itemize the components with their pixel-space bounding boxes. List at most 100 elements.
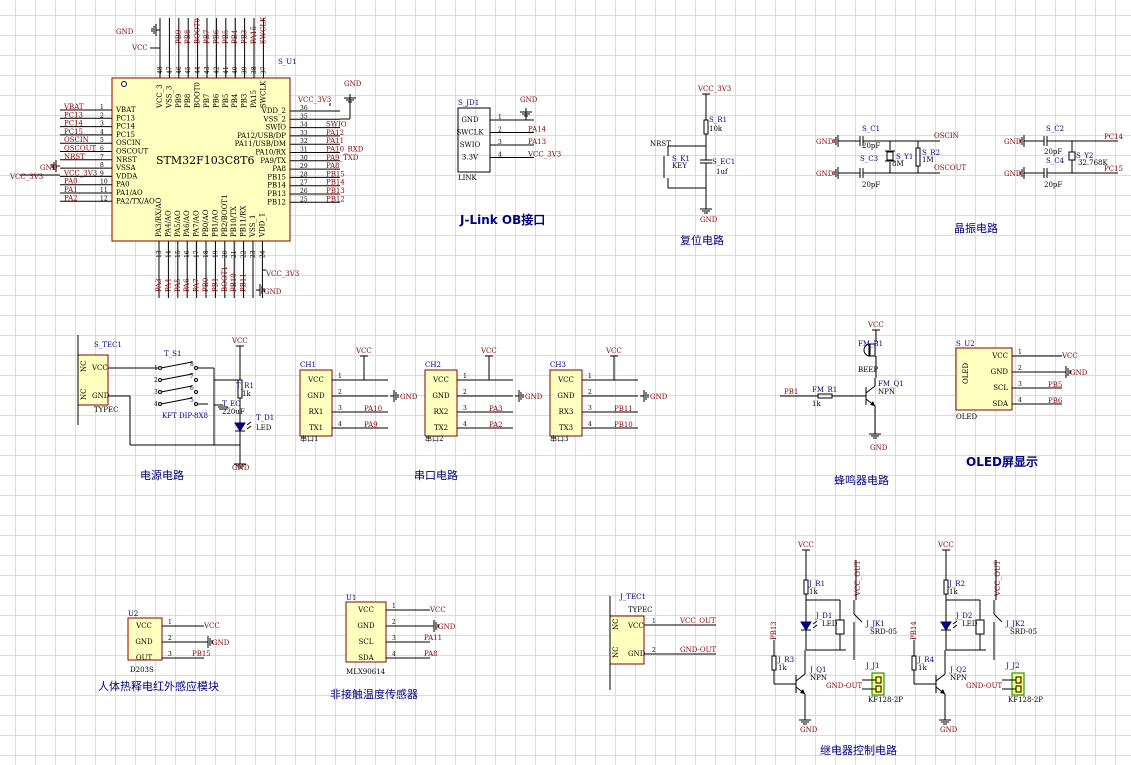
mcu-pin-num: 43: [204, 66, 211, 74]
mcu-net-label: PC13: [64, 111, 83, 119]
mcu-pin-name: PB1/AO: [211, 209, 219, 237]
oled-pin-num: 4: [1018, 397, 1022, 404]
mcu-pin-name: VCC_3: [156, 84, 164, 109]
crystal-r-val: 1M: [922, 156, 934, 164]
mcu-net-label: PB15: [326, 170, 345, 178]
jlink-pin-num: 4: [498, 152, 502, 159]
led-ray: [812, 624, 818, 629]
mcu-pin-num: 45: [185, 66, 192, 74]
gnd-label: GND: [816, 170, 834, 178]
relay-gnd-out: GND-OUT: [966, 682, 1002, 690]
pir-name: D203S: [130, 666, 154, 674]
mlx-ref: U1: [346, 594, 356, 602]
mlx-net: VCC: [429, 606, 446, 614]
mcu-part: STM32F103C8T6: [156, 154, 255, 167]
switch-pin: 5: [190, 397, 194, 404]
mcu-net-label: PA5: [174, 278, 182, 292]
relay-led-val: LED: [822, 620, 838, 628]
mcu-net-label: PB14: [326, 179, 345, 187]
uart-pin-name: VCC: [557, 376, 574, 384]
jlink-net: PA14: [528, 126, 547, 134]
uart-name: 串口1: [300, 435, 318, 443]
reset-r-ref: S_R1: [709, 116, 727, 124]
mcu-pin-name: NRST: [116, 156, 137, 164]
relay-pin: PB13: [770, 621, 778, 640]
uart-net: PA2: [489, 421, 503, 429]
crystal-cap-ref: S_C2: [1046, 125, 1064, 133]
power-cap-ref: T_EC: [222, 400, 241, 408]
mcu-pin-num: 29: [300, 163, 308, 170]
mcu-pin-name: PC15: [116, 131, 135, 139]
power-cap-val: 220uF: [222, 408, 245, 416]
buzzer-q-type: NPN: [878, 388, 895, 396]
oled-pin-num: 1: [1018, 349, 1022, 356]
mcu-ref: S_U1: [278, 58, 297, 66]
jlink-net: VCC_3V3: [527, 151, 561, 159]
relay-jk-ref: J_JK1: [865, 620, 885, 628]
mcu-body: [111, 77, 291, 242]
mcu-net-label: PB11: [240, 273, 248, 292]
power-label: VCC: [937, 541, 954, 549]
uart-ref: CH1: [300, 361, 316, 369]
crystal-r-ref: S_R2: [922, 149, 940, 157]
mcu-net-label: PB12: [326, 195, 345, 203]
switch-contact: [194, 402, 198, 406]
uart-body: [549, 369, 583, 437]
uart-pin-name: RX3: [559, 408, 574, 416]
gnd-label: GND: [40, 164, 58, 172]
uart-pin-name: GND: [307, 392, 325, 400]
mcu-pin-num: 7: [100, 154, 104, 161]
resistor: [703, 119, 709, 135]
mcu-pin-name: PA9/TX: [260, 157, 286, 165]
buzzer-q-ref: FM_Q1: [878, 380, 904, 388]
mcu-pin-name: OSCOUT: [116, 148, 149, 156]
mcu-pin-num: 5: [100, 137, 104, 144]
crystal-cap-ref: S_C3: [860, 155, 878, 163]
mcu-net-label: PA11: [326, 137, 344, 145]
uart-pin-num: 2: [588, 389, 592, 396]
mcu-pin-name: PA4/AO: [164, 210, 172, 237]
mcu-net-label: PB0: [202, 278, 210, 292]
mcu-pin-num: 37: [260, 66, 267, 74]
mlx-net: PA11: [424, 634, 442, 642]
switch-pin: 4: [154, 401, 158, 408]
mcu-net-label: PA10_RXD: [326, 146, 364, 154]
vcc33-label: VCC_3V3: [9, 173, 43, 181]
typec-vcc: VCC: [91, 364, 108, 372]
relay-q-ref: J_Q2: [949, 666, 967, 674]
mcu-pin-name: PB4: [231, 93, 239, 108]
mcu-pin-num: 10: [100, 179, 108, 186]
gnd-label: GND: [264, 288, 282, 296]
typec2-type: TYPEC: [628, 606, 652, 614]
resistor: [771, 655, 777, 671]
pir-net: GND: [212, 639, 230, 647]
mcu-pin-num: 4: [100, 129, 104, 136]
crystal: [1068, 151, 1076, 161]
switch-pin: 2: [154, 377, 158, 384]
jlink-body: [457, 107, 491, 173]
uart-net: PB11: [614, 405, 633, 413]
relay-title: 继电器控制电路: [820, 743, 897, 757]
mcu-pin-num: 13: [156, 250, 163, 258]
uart-pin-num: 3: [338, 405, 342, 412]
vcc-label: VCC: [131, 44, 148, 52]
power-label: VCC: [355, 347, 372, 355]
crystal-val: 8M: [892, 160, 904, 168]
mcu-pin-num: 33: [300, 130, 308, 137]
gnd-label: GND: [1004, 138, 1022, 146]
gnd-label: GND: [940, 726, 958, 734]
uart-pin-num: 1: [463, 373, 467, 380]
oled-net: PB5: [1048, 381, 1062, 389]
reset-title: 复位电路: [680, 233, 724, 247]
relay-jk-part: SRD-05: [1010, 628, 1037, 636]
resistor: [803, 579, 809, 595]
mcu-pin-num: 17: [194, 250, 201, 258]
relay-jk-ref: J_JK2: [1005, 620, 1025, 628]
led-val: LED: [256, 424, 272, 432]
mcu-pin-num: 25: [300, 196, 308, 203]
mcu-pin-name: SWIO: [266, 124, 287, 132]
mcu-pin-num: 32: [300, 138, 308, 145]
buzzer-ref: FM_B1: [858, 340, 883, 348]
jlink-name: LINK: [458, 174, 478, 182]
